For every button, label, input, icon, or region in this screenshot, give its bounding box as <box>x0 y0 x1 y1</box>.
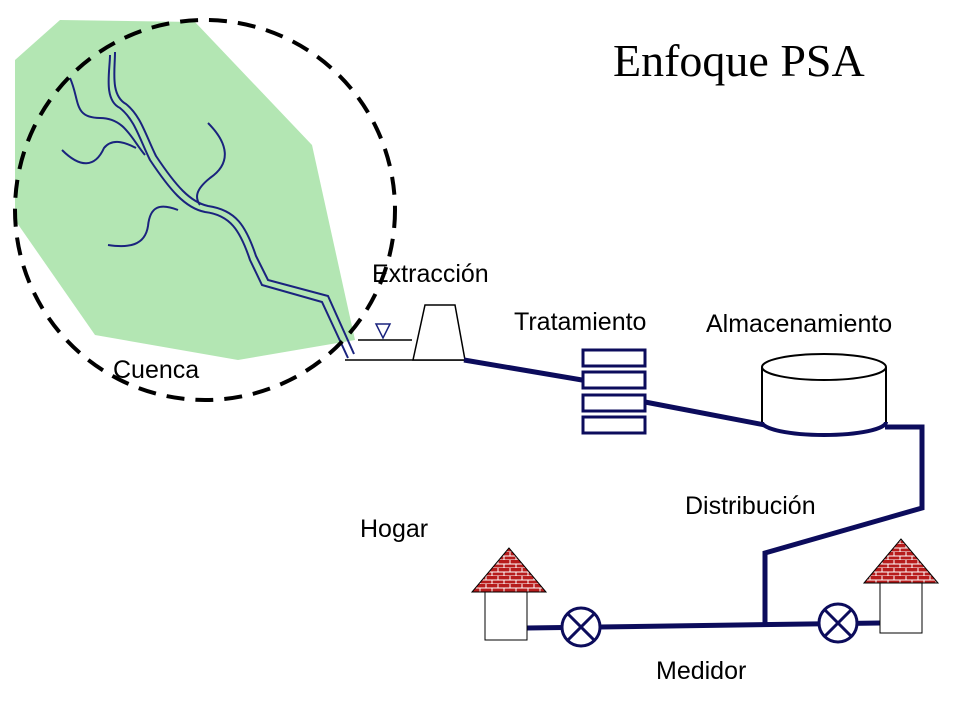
label-distribution: Distribución <box>685 492 816 520</box>
filter-layer-2 <box>581 370 647 390</box>
filter-layer-4 <box>581 415 647 435</box>
house-right-body <box>879 582 923 634</box>
tank-bottom-edge <box>760 421 888 437</box>
house-left <box>470 547 548 641</box>
storage-tank <box>760 353 888 437</box>
tank-top <box>761 353 887 381</box>
pipe-storage-to-distribution <box>762 424 925 625</box>
treatment-unit <box>581 348 647 435</box>
tributary-2 <box>61 140 137 165</box>
diagram-title: Enfoque PSA <box>613 35 865 86</box>
pipe-treatment-to-storage <box>644 399 766 428</box>
house-left-roof <box>470 547 548 593</box>
label-household: Hogar <box>360 515 428 543</box>
tributary-1 <box>69 77 146 156</box>
house-right-roof <box>862 538 940 584</box>
watershed-boundary <box>13 18 397 402</box>
meter-right-icon <box>817 602 859 644</box>
label-extraction: Extracción <box>372 260 489 288</box>
filter-layer-1 <box>581 348 647 368</box>
pipe-intake-to-treatment <box>463 357 583 383</box>
extraction-intake <box>345 304 466 361</box>
main-river-left <box>107 54 349 359</box>
label-treatment: Tratamiento <box>514 308 646 336</box>
filter-layer-3 <box>581 393 647 413</box>
tributary-3 <box>196 122 226 206</box>
meter-left-icon <box>560 606 602 648</box>
water-level-icon <box>374 323 392 340</box>
house-right <box>862 538 940 634</box>
label-watershed: Cuenca <box>113 356 199 384</box>
watershed-area <box>15 20 355 360</box>
tributary-4 <box>107 205 179 248</box>
intake-structure <box>412 304 466 361</box>
house-left-body <box>484 591 528 641</box>
main-river-right <box>113 51 355 355</box>
river-network <box>61 51 355 359</box>
label-storage: Almacenamiento <box>706 310 892 338</box>
label-meter: Medidor <box>656 657 746 685</box>
